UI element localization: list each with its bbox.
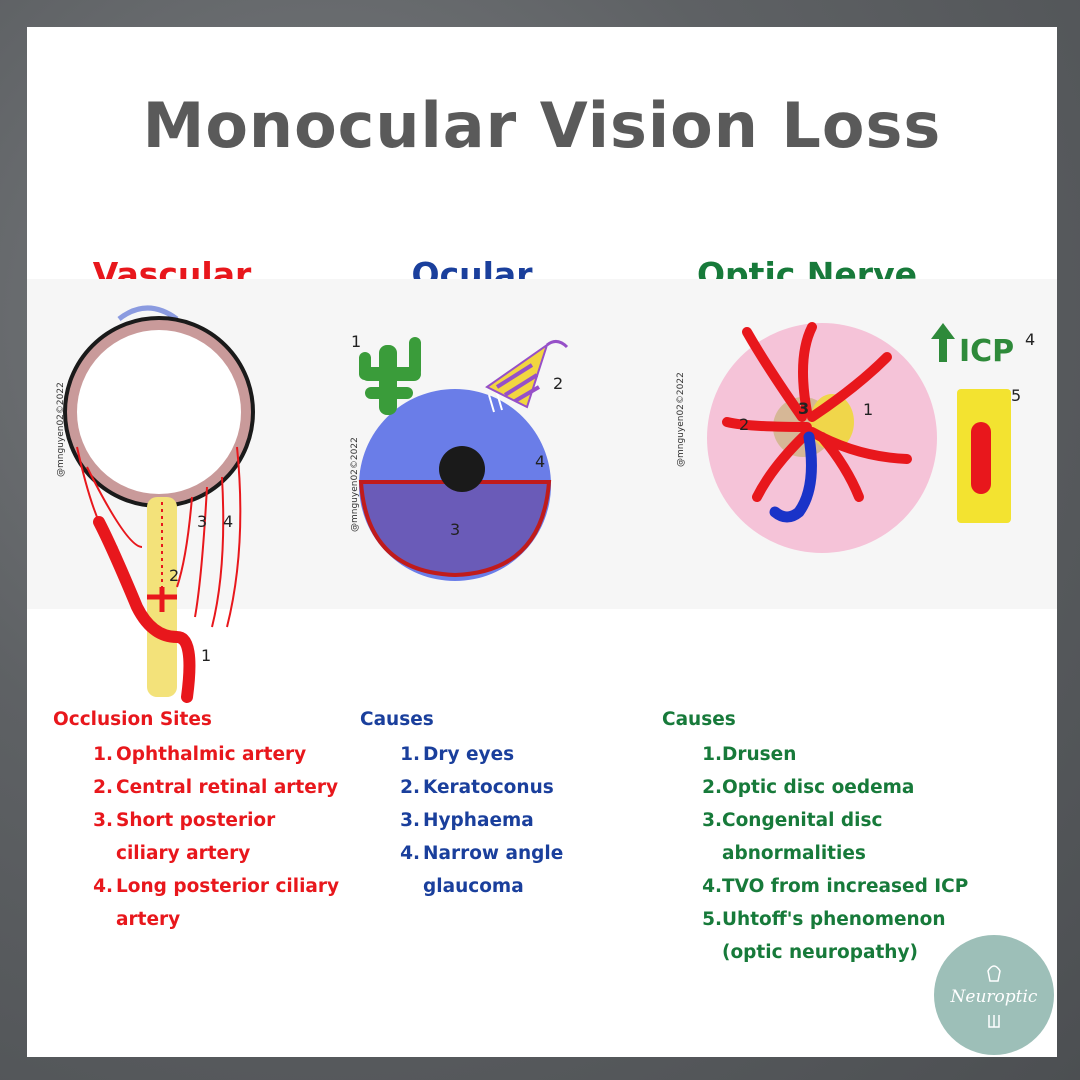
ocular-label-1: 1 (351, 332, 361, 351)
page-title: Monocular Vision Loss (142, 89, 942, 162)
lens-arc (117, 305, 179, 322)
ocular-label-4: 4 (535, 452, 545, 471)
neuroptic-logo: Neuroptic (934, 935, 1054, 1055)
watermark-optic: @mnguyen02©2022 (676, 372, 686, 467)
list-item: 3.Short posterior ciliary artery (93, 810, 276, 864)
list-item: 4.Long posterior ciliary artery (93, 876, 340, 930)
list-item: 2.Optic disc oedema (702, 777, 915, 798)
retinal-vein (769, 431, 817, 523)
retinal-vessels (722, 322, 912, 502)
list-item: 3.Hyphaema (400, 810, 534, 831)
ciliary-arteries (76, 446, 242, 628)
vascular-list: Occlusion Sites 1.Ophthalmic artery 2.Ce… (53, 709, 343, 936)
vascular-list-title: Occlusion Sites (53, 709, 212, 730)
vascular-eye-diagram: 2 3 4 1 @mnguyen02©2022 (56, 305, 255, 703)
logo-icon (987, 965, 1001, 1028)
list-item: 5.Uhtoff's phenomenon (optic neuropathy) (702, 909, 946, 963)
watermark-ocular: @mnguyen02©2022 (350, 437, 360, 532)
vascular-label-4: 4 (223, 512, 233, 531)
swollen-nerve (971, 422, 991, 494)
pupil (439, 446, 485, 492)
party-hat-icon (485, 340, 569, 409)
list-item: 3.Congenital disc abnormalities (702, 810, 883, 864)
list-item: 1.Dry eyes (400, 744, 515, 765)
ocular-list: Causes 1.Dry eyes 2.Keratoconus 3.Hyphae… (360, 709, 660, 903)
optic-list-title: Causes (662, 709, 736, 730)
vascular-label-3: 3 (197, 512, 207, 531)
optic-label-3: 3 (798, 399, 809, 418)
logo-text: Neuroptic (950, 987, 1038, 1007)
list-item: 1.Ophthalmic artery (93, 744, 307, 765)
optic-label-1: 1 (863, 400, 873, 419)
ocular-label-2: 2 (553, 374, 563, 393)
artery-branch (147, 587, 177, 612)
glare (488, 392, 503, 413)
list-item: 1.Drusen (702, 744, 797, 765)
ocular-list-title: Causes (360, 709, 434, 730)
icp-label: ICP (959, 334, 1014, 369)
eyeball (65, 318, 253, 506)
optic-label-5: 5 (1011, 386, 1021, 405)
infographic-card: Monocular Vision Loss Vascular Ocular Op… (27, 27, 1057, 1057)
optic-disc-diagram: 3 1 2 @mnguyen02©2022 ICP 4 5 (676, 322, 1035, 553)
list-item: 4.TVO from increased ICP (702, 876, 969, 897)
list-item: 2.Central retinal artery (93, 777, 338, 798)
list-item: 2.Keratoconus (400, 777, 554, 798)
cactus-icon (359, 337, 421, 415)
ophthalmic-artery (93, 516, 196, 703)
optic-label-2: 2 (739, 415, 749, 434)
hyphaema-region (358, 480, 552, 578)
up-arrow-icon (931, 323, 955, 362)
watermark-vascular: @mnguyen02©2022 (56, 382, 66, 477)
ocular-eye-diagram: 1 2 3 4 @mnguyen02©2022 (350, 332, 569, 581)
optic-list: Causes 1.Drusen 2.Optic disc oedema 3.Co… (662, 709, 992, 969)
list-item: 4.Narrow angle glaucoma (400, 843, 564, 897)
optic-label-4: 4 (1025, 330, 1035, 349)
vascular-label-2: 2 (169, 566, 179, 585)
illustrations: 2 3 4 1 @mnguyen02©2022 1 (56, 305, 1035, 703)
vascular-label-1: 1 (201, 646, 211, 665)
ocular-label-3: 3 (450, 520, 460, 539)
